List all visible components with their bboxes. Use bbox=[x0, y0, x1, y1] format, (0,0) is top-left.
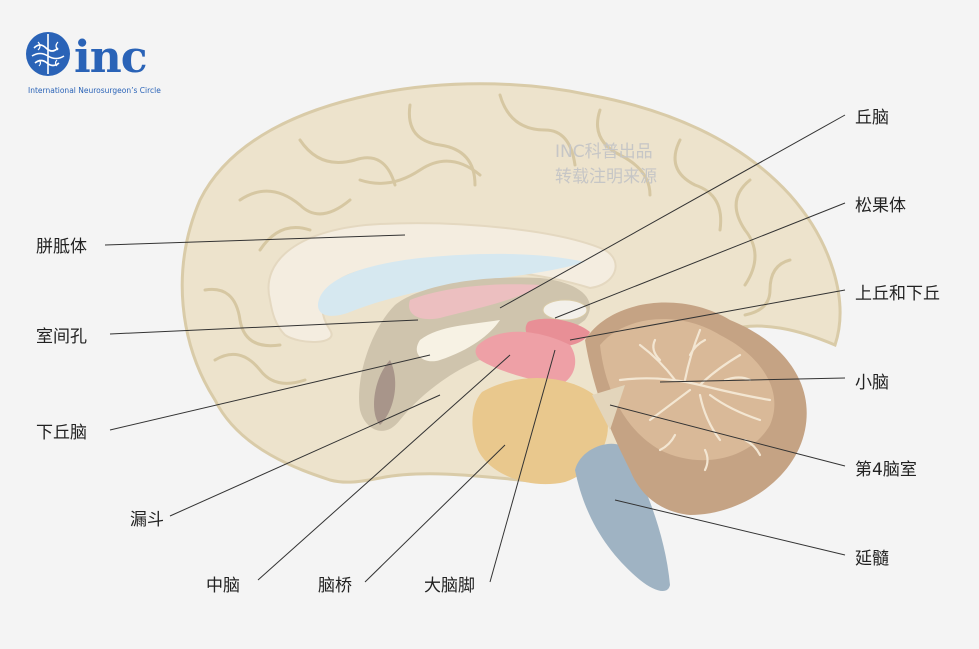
brain-logo-icon bbox=[26, 32, 70, 76]
logo: inc International Neurosurgeon’s Circle bbox=[24, 30, 184, 100]
label-cerebral-peduncle: 大脑脚 bbox=[424, 576, 475, 596]
logo-subtitle: International Neurosurgeon’s Circle bbox=[28, 86, 161, 95]
pons bbox=[472, 378, 608, 485]
arbor-vitae bbox=[618, 328, 772, 472]
pineal-body bbox=[542, 299, 588, 321]
hypothalamus-area bbox=[374, 360, 396, 425]
corpus-callosum bbox=[267, 222, 617, 343]
watermark: INC科普出品 转载注明来源 bbox=[555, 140, 657, 190]
label-pineal-body: 松果体 bbox=[855, 196, 906, 216]
label-hypothalamus: 下丘脑 bbox=[36, 423, 87, 443]
logo-wordmark: inc bbox=[74, 32, 147, 83]
fornix bbox=[409, 284, 540, 320]
label-medulla: 延髓 bbox=[855, 549, 889, 569]
label-pons: 脑桥 bbox=[318, 576, 352, 596]
label-colliculi: 上丘和下丘 bbox=[855, 284, 940, 304]
gyri bbox=[203, 93, 792, 385]
label-corpus-callosum: 胼胝体 bbox=[36, 237, 87, 257]
label-thalamus: 丘脑 bbox=[855, 108, 889, 128]
label-interventricular-foramen: 室间孔 bbox=[36, 327, 87, 347]
label-infundibulum: 漏斗 bbox=[130, 510, 164, 530]
thalamus-area bbox=[416, 320, 500, 362]
label-midbrain: 中脑 bbox=[206, 576, 240, 596]
midbrain bbox=[475, 331, 576, 385]
medulla-oblongata bbox=[575, 443, 670, 592]
watermark-line-1: INC科普出品 bbox=[555, 142, 653, 162]
label-cerebellum: 小脑 bbox=[855, 373, 889, 393]
cerebellum-inner bbox=[600, 318, 775, 461]
watermark-line-2: 转载注明来源 bbox=[555, 167, 657, 187]
fourth-ventricle bbox=[592, 385, 625, 430]
leader-lines bbox=[104, 114, 846, 583]
label-fourth-ventricle: 第4脑室 bbox=[855, 460, 917, 480]
